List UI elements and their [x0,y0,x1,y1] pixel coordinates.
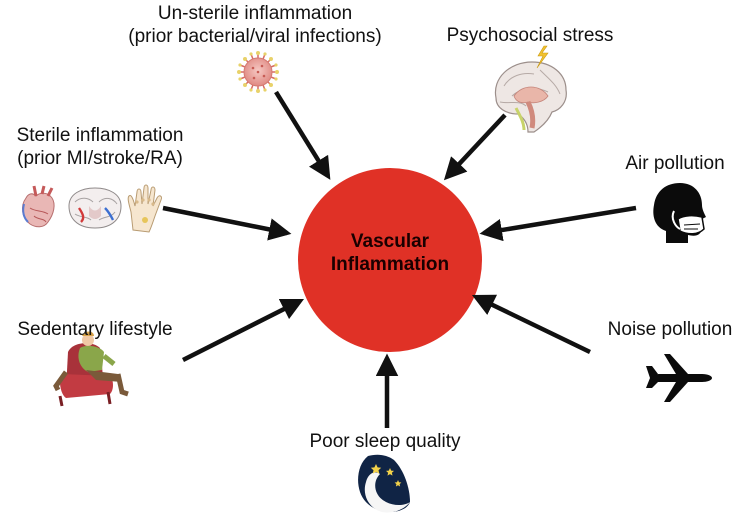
label-psychosocial-stress: Psychosocial stress [425,24,635,47]
label-poor-sleep-quality: Poor sleep quality [280,430,490,453]
label-unsterile-line1: Un-sterile inflammation [157,3,353,24]
center-label-line2: Inflammation [330,254,450,275]
person-in-armchair-icon [53,331,129,407]
label-sterile-inflammation: Sterile inflammation (prior MI/stroke/RA… [0,124,200,170]
brain-slice-icon [68,187,122,229]
arrow-air [479,205,637,242]
virus-icon [237,51,279,93]
moon-stars-icon [358,454,410,513]
label-sedentary-line1: Sedentary lifestyle [17,319,173,340]
arrow-sterile [162,205,292,241]
center-label-line1: Vascular [350,231,430,252]
label-noise-pollution: Noise pollution [590,318,750,341]
heart-icon [22,185,55,228]
label-sleep-line1: Poor sleep quality [309,431,461,452]
label-air-pollution: Air pollution [605,152,745,175]
arrow-noise [471,294,591,355]
label-unsterile-inflammation: Un-sterile inflammation (prior bacterial… [90,2,420,48]
airplane-icon [646,354,712,402]
label-noise-line1: Noise pollution [607,319,733,340]
label-sedentary-lifestyle: Sedentary lifestyle [0,318,190,341]
label-unsterile-line2: (prior bacterial/viral infections) [128,26,382,47]
arrow-unsterile [274,90,331,180]
brain-icon [494,45,567,133]
label-psychosocial-line1: Psychosocial stress [446,25,614,46]
label-air-line1: Air pollution [625,153,725,174]
arrow-psychosocial [443,113,507,181]
center-circle [298,168,482,352]
label-sterile-line2: (prior MI/stroke/RA) [17,148,183,169]
center-label: Vascular Inflammation [295,230,485,276]
face-mask-icon [653,183,706,243]
hand-joint-icon [127,184,162,233]
label-sterile-line1: Sterile inflammation [16,125,184,146]
arrow-sedentary [181,298,305,363]
